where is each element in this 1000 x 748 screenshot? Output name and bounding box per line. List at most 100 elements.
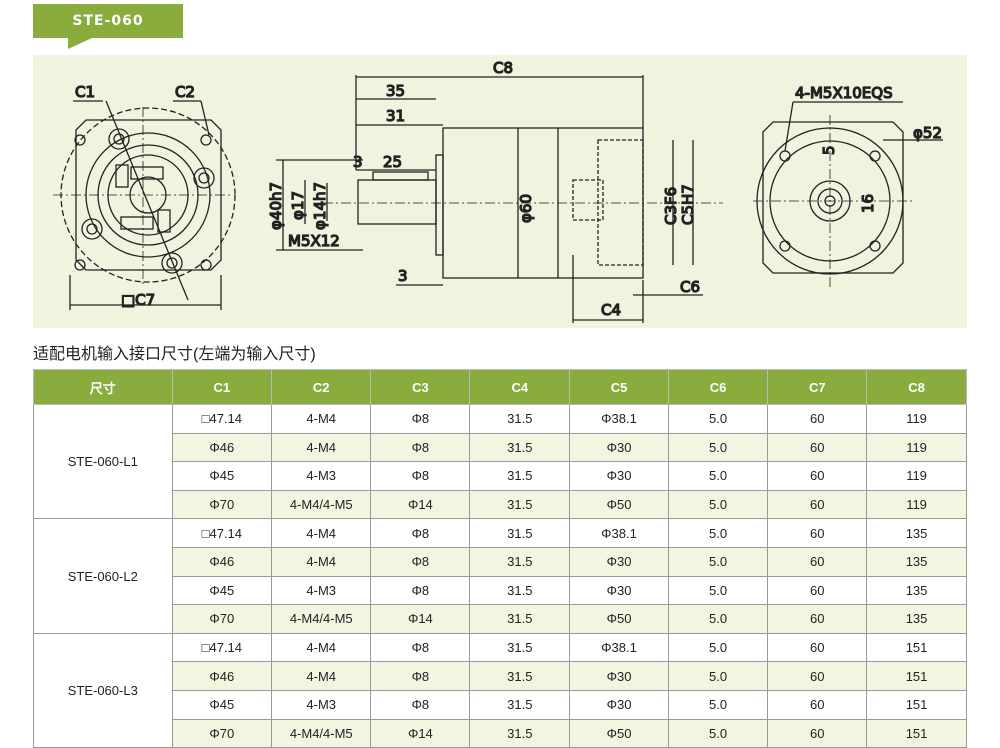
table-cell: 31.5	[469, 461, 571, 491]
table-cell: 119	[866, 404, 967, 434]
table-cell: Φ38.1	[569, 404, 669, 434]
table-cell: 5.0	[667, 461, 769, 491]
table-cell: 5.0	[667, 518, 769, 548]
table-cell: Φ50	[569, 718, 669, 748]
table-cell: 60	[767, 604, 868, 634]
table-cell: 119	[866, 461, 967, 491]
table-cell: 119	[866, 489, 967, 520]
table-cell: 60	[767, 718, 868, 748]
table-cell: 5.0	[667, 604, 769, 634]
table-cell: 60	[767, 575, 868, 606]
table-cell: 4-M3	[271, 461, 372, 491]
table-cell: 135	[866, 546, 967, 577]
table-cell: 4-M4	[271, 432, 372, 463]
label-c1: C1	[75, 83, 95, 101]
table-cell: Φ30	[569, 575, 669, 606]
table-cell: 60	[767, 689, 868, 720]
model-badge: STE-060	[33, 4, 183, 38]
table-cell: 151	[866, 689, 967, 720]
table-cell: 4-M4/4-M5	[271, 604, 372, 634]
table-cell: Φ70	[171, 718, 273, 748]
label-d14: φ14h7	[311, 182, 329, 230]
label-d17: φ17	[289, 191, 307, 220]
column-header: C3	[370, 369, 471, 405]
column-header: C2	[271, 369, 372, 405]
table-cell: Φ30	[569, 661, 669, 691]
table-cell: 31.5	[469, 489, 571, 520]
column-header: C7	[767, 369, 868, 405]
label-c6: C6	[680, 278, 700, 296]
table-cell: Φ45	[171, 575, 273, 606]
table-cell: 5.0	[667, 661, 769, 691]
table-cell: 31.5	[469, 604, 571, 634]
table-cell: 60	[767, 546, 868, 577]
label-c2: C2	[175, 83, 195, 101]
table-cell: 135	[866, 604, 967, 634]
table-cell: Φ8	[370, 689, 471, 720]
table-cell: Φ8	[370, 575, 471, 606]
table-cell: 151	[866, 661, 967, 691]
table-cell: 5.0	[667, 632, 769, 663]
table-cell: 135	[866, 575, 967, 606]
column-header: C4	[469, 369, 571, 405]
side-view: C8 35 31 3 25 φ40h7 φ17 φ14h7 M5X12 3 φ6…	[266, 58, 723, 323]
table-cell: 4-M4	[271, 404, 372, 434]
table-cell: 5.0	[667, 489, 769, 520]
column-header: C1	[171, 369, 273, 405]
table-cell: Φ30	[569, 689, 669, 720]
table-cell: 31.5	[469, 575, 571, 606]
table-cell: 4-M4/4-M5	[271, 718, 372, 748]
table-cell: Φ46	[171, 546, 273, 577]
table-cell: 5.0	[667, 689, 769, 720]
table-cell: Φ14	[370, 718, 471, 748]
table-cell: 151	[866, 632, 967, 663]
column-header: C5	[569, 369, 669, 405]
table-cell: 31.5	[469, 432, 571, 463]
label-c8: C8	[493, 59, 513, 77]
table-cell: 31.5	[469, 632, 571, 663]
table-cell: Φ8	[370, 404, 471, 434]
model-cell: STE-060-L1	[33, 403, 173, 520]
table-cell: Φ45	[171, 461, 273, 491]
table-cell: 60	[767, 432, 868, 463]
table-cell: 4-M4	[271, 546, 372, 577]
label-d60: φ60	[517, 194, 535, 223]
table-cell: Φ38.1	[569, 632, 669, 663]
table-cell: □47.14	[171, 404, 273, 434]
table-cell: 4-M3	[271, 575, 372, 606]
table-cell: Φ70	[171, 604, 273, 634]
table-cell: 4-M4/4-M5	[271, 489, 372, 520]
label-c7: □C7	[121, 291, 155, 309]
table-cell: 60	[767, 404, 868, 434]
table-cell: 60	[767, 489, 868, 520]
table-cell: Φ8	[370, 432, 471, 463]
table-cell: 60	[767, 461, 868, 491]
label-16: 16	[859, 194, 877, 213]
table-cell: Φ45	[171, 689, 273, 720]
label-35: 35	[386, 82, 405, 100]
table-cell: Φ8	[370, 518, 471, 548]
table-cell: 5.0	[667, 575, 769, 606]
table-cell: Φ46	[171, 661, 273, 691]
label-c5h7: C5H7	[679, 184, 697, 225]
table-cell: 60	[767, 661, 868, 691]
label-4-m5x10eqs: 4-M5X10EQS	[795, 84, 893, 102]
label-d52: φ52	[913, 124, 942, 142]
table-cell: 5.0	[667, 718, 769, 748]
table-caption: 适配电机输入接口尺寸(左端为输入尺寸)	[33, 346, 316, 363]
table-cell: 5.0	[667, 432, 769, 463]
label-m5x12: M5X12	[288, 232, 340, 250]
table-cell: Φ8	[370, 461, 471, 491]
column-header: C8	[866, 369, 967, 405]
table-cell: Φ46	[171, 432, 273, 463]
label-25: 25	[383, 153, 402, 171]
